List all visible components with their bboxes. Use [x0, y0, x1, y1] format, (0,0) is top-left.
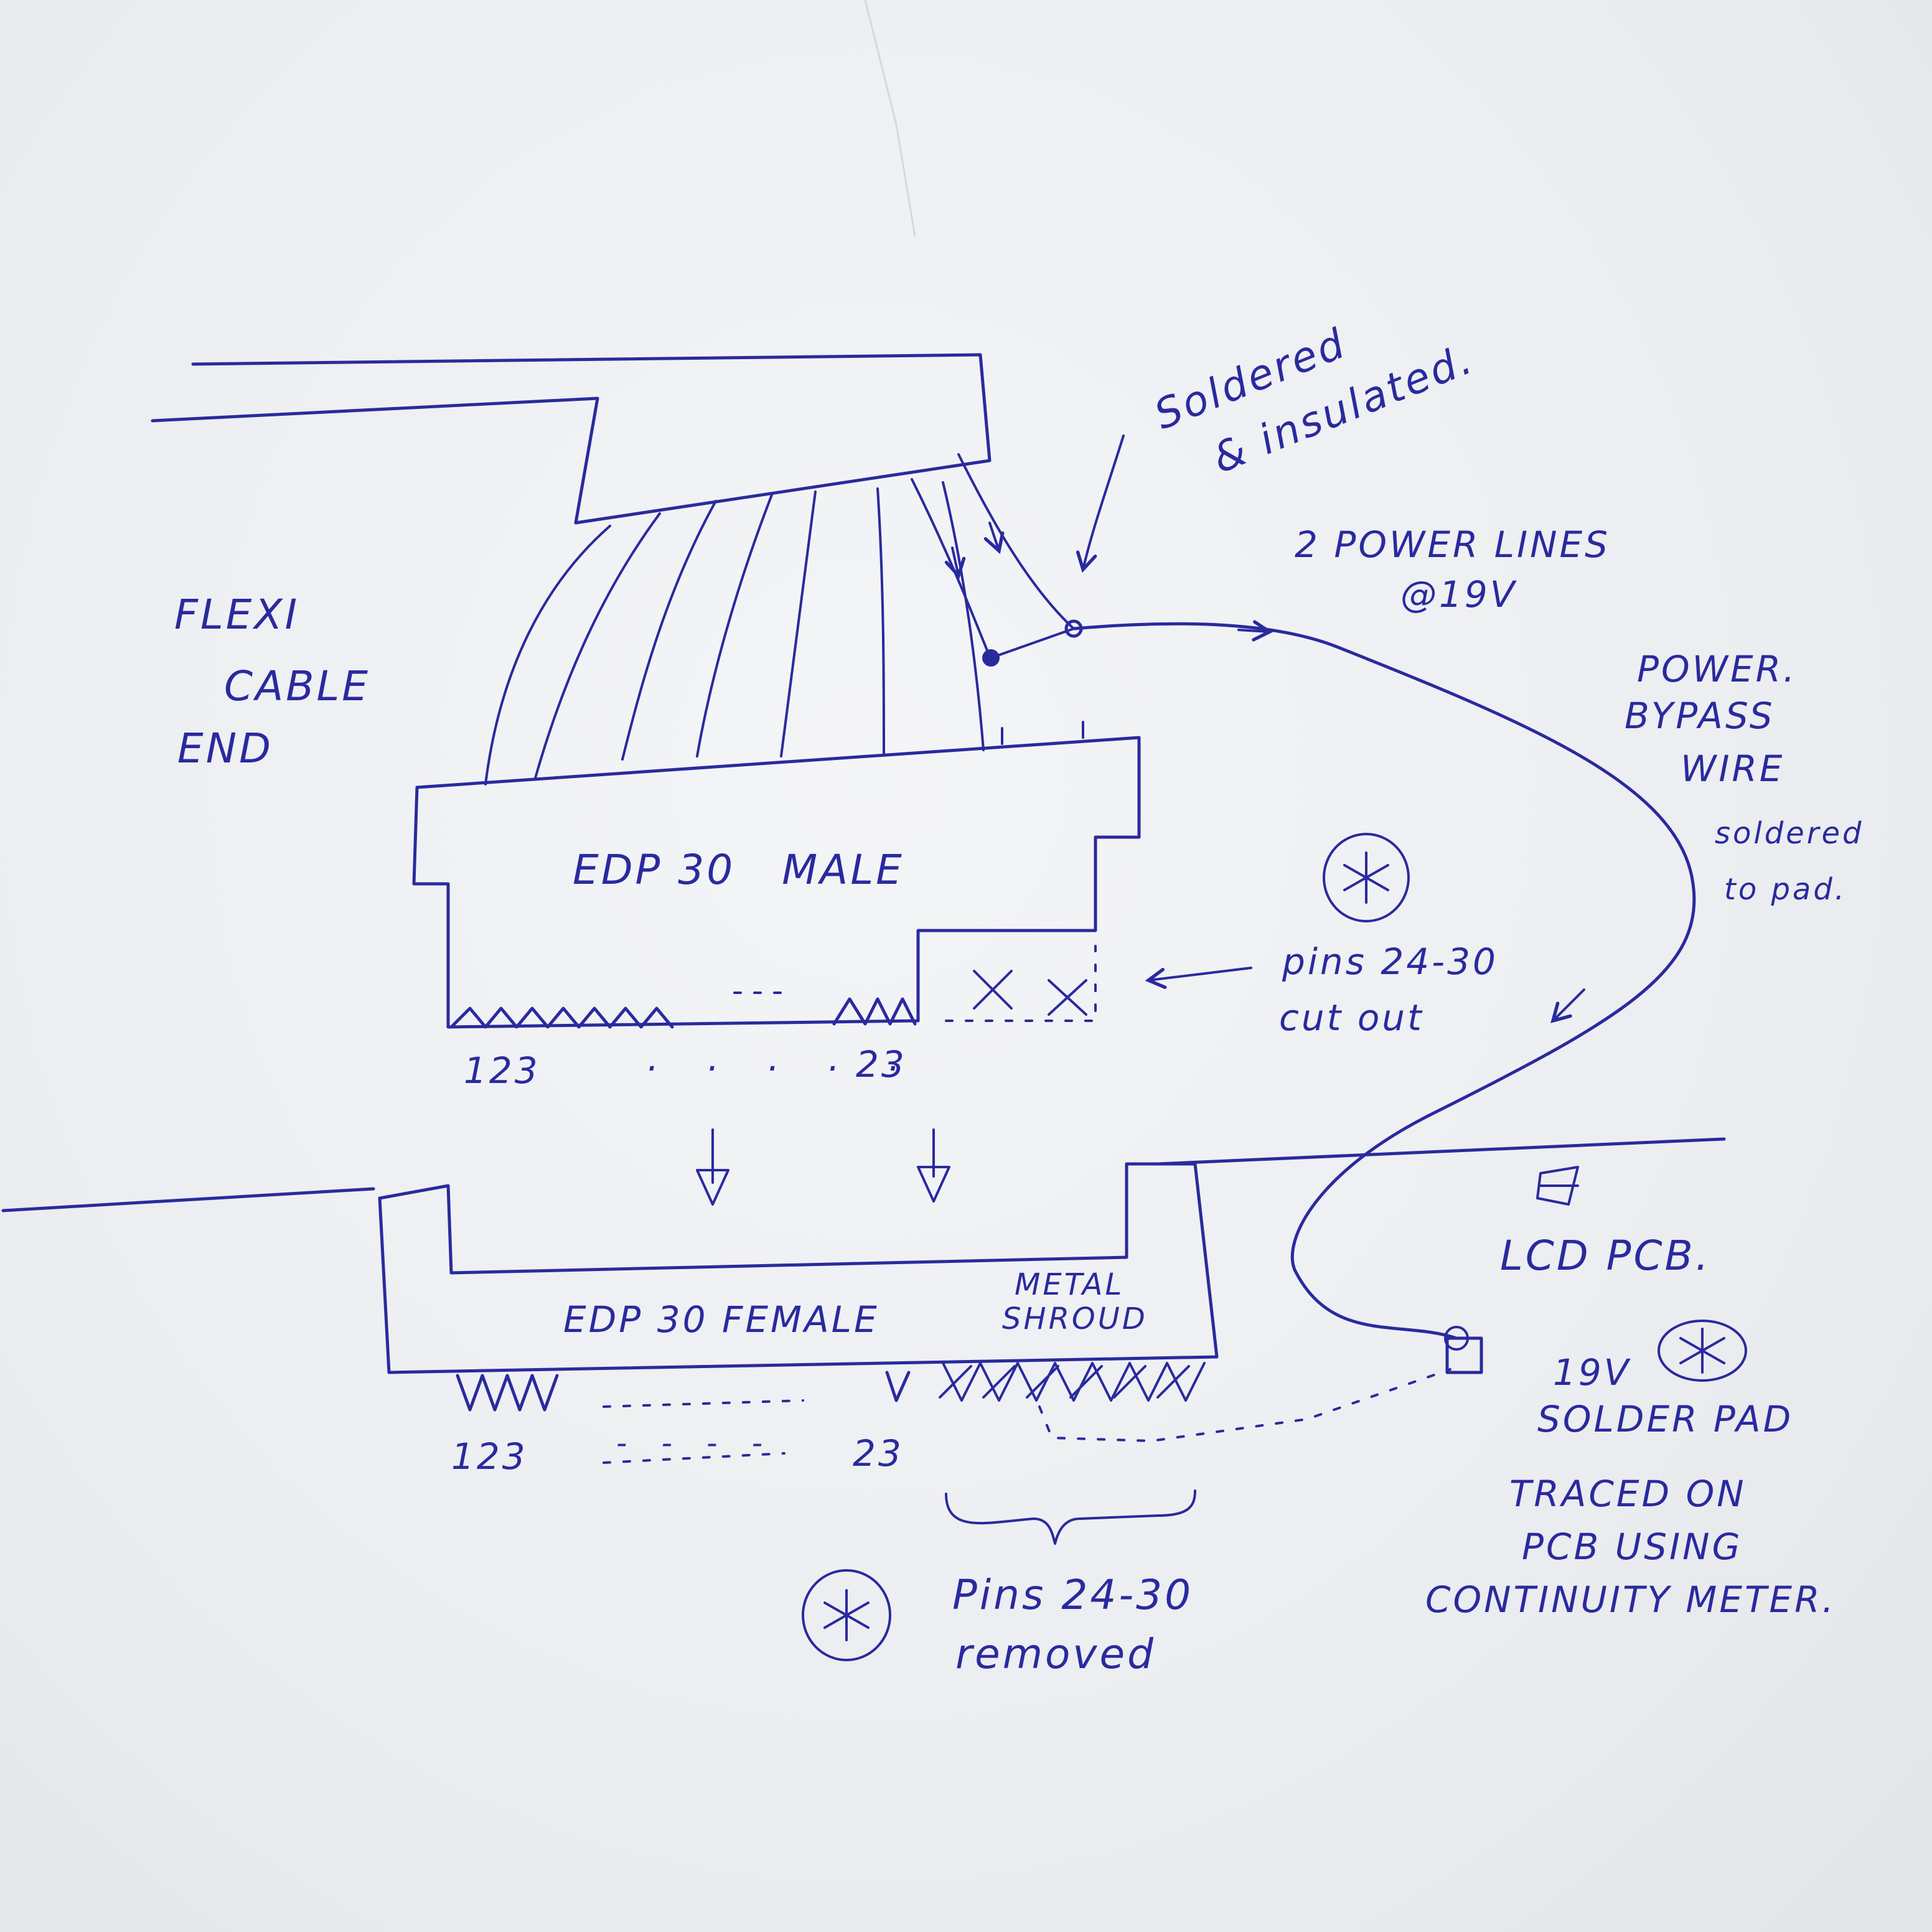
label-metal-shroud: METAL SHROUD	[1002, 1267, 1148, 1336]
label-bypass-power: POWER.	[1637, 648, 1797, 690]
power-bypass-wire	[1072, 622, 1696, 1340]
male-cut-pins	[973, 970, 1087, 1016]
label-soldered-insulated: Soldered & insulated.	[1148, 319, 1481, 482]
male-pin-row-left	[449, 1006, 674, 1029]
label-removed-action: removed	[955, 1630, 1156, 1678]
pad-trace-dashes	[1038, 1368, 1451, 1443]
label-pad-voltage: 19V	[1553, 1351, 1631, 1394]
removed-pins-brace	[945, 1489, 1196, 1545]
edp30-male-connector	[412, 736, 1141, 1029]
power-line-2	[957, 453, 1075, 630]
label-pins-cut-out: pins 24-30 cut out	[1279, 940, 1498, 1039]
female-dots-row1	[603, 1399, 804, 1408]
label-removed-range: Pins 24-30	[952, 1571, 1193, 1619]
female-pin-row-left	[456, 1374, 559, 1412]
label-male-pin-start: 123	[464, 1049, 540, 1092]
asterisk-marker-2	[1658, 1320, 1747, 1382]
label-bypass-to-pad: to pad.	[1724, 872, 1847, 907]
label-pins-cut-action: cut out	[1279, 996, 1424, 1039]
power-line-joint-link	[990, 627, 1075, 659]
label-pins-cut-range: pins 24-30	[1282, 940, 1498, 983]
asterisk-marker-3	[802, 1569, 891, 1661]
lcd-pcb-right-edge	[1156, 1137, 1726, 1166]
pins-cut-pointer-arrow	[1145, 967, 1252, 989]
label-solder-pad: 19V SOLDER PAD	[1537, 1351, 1793, 1440]
label-pad-name: SOLDER PAD	[1537, 1398, 1793, 1440]
label-power-bypass: POWER. BYPASS WIRE soldered to pad.	[1625, 648, 1864, 907]
female-pin-23	[885, 1371, 911, 1402]
label-traced-meter: CONTINUITY METER.	[1425, 1578, 1836, 1621]
label-power-lines-voltage: @19V	[1400, 573, 1517, 616]
male-pin-row-right	[832, 997, 917, 1026]
label-female-pin-dots: - - - -	[616, 1426, 775, 1461]
lcd-pcb-scribble	[1536, 1166, 1579, 1206]
label-lcd-pcb: LCD PCB.	[1500, 1232, 1711, 1280]
label-traced-note: TRACED ON PCB USING CONTINUITY METER.	[1425, 1473, 1836, 1621]
label-male-pin-end: 23	[856, 1043, 907, 1086]
mating-arrows	[696, 1128, 950, 1206]
label-traced-using: PCB USING	[1522, 1526, 1742, 1568]
label-flexi-cable-end: FLEXI CABLE END	[174, 591, 370, 772]
label-power-lines-count: 2 POWER LINES	[1295, 523, 1610, 566]
asterisk-marker-1	[1323, 833, 1410, 922]
label-pins-removed: Pins 24-30 removed	[952, 1571, 1193, 1678]
label-traced-on: TRACED ON	[1509, 1473, 1747, 1515]
label-flexi: FLEXI	[174, 591, 299, 639]
power-line-arrow-2	[983, 522, 1005, 555]
label-end: END	[177, 724, 273, 772]
soldered-pointer-arrow	[1076, 434, 1125, 573]
solder-pad-joint	[1444, 1326, 1469, 1351]
paper-crease	[864, 0, 916, 237]
label-bypass-bypass: BYPASS	[1625, 695, 1775, 737]
metal-shroud-pins	[939, 1362, 1206, 1402]
label-power-lines: 2 POWER LINES @19V	[1295, 523, 1610, 616]
male-pin-ticks	[1001, 721, 1084, 745]
flexi-wire-fan	[484, 481, 985, 785]
label-female-pin-end: 23	[853, 1432, 904, 1475]
label-male-pin-dots: . . . . .	[647, 1037, 919, 1079]
label-shroud-shroud: SHROUD	[1002, 1301, 1148, 1336]
solder-pad-square	[1445, 1336, 1483, 1374]
label-edp30-male: EDP 30 MALE	[573, 846, 904, 894]
label-bypass-soldered: soldered	[1715, 816, 1864, 851]
lcd-pcb-left-edge	[1, 1187, 375, 1212]
power-line-arrow-1	[944, 546, 966, 579]
label-female-pin-start: 123	[451, 1435, 528, 1478]
power-line-1	[911, 478, 991, 658]
bypass-wire-arrow-top	[1237, 620, 1273, 642]
label-bypass-wire: WIRE	[1681, 748, 1784, 790]
flexi-cable-top-edge	[191, 353, 992, 525]
bypass-wire-arrow-bottom	[1550, 988, 1585, 1023]
edp30-female-connector	[378, 1162, 1219, 1374]
label-edp30-female: EDP 30 FEMALE	[563, 1298, 879, 1341]
label-shroud-metal: METAL	[1015, 1267, 1124, 1302]
label-cable: CABLE	[224, 662, 370, 710]
flexi-cable-inner-edge	[151, 396, 599, 525]
male-cutout-outline	[945, 945, 1097, 1022]
